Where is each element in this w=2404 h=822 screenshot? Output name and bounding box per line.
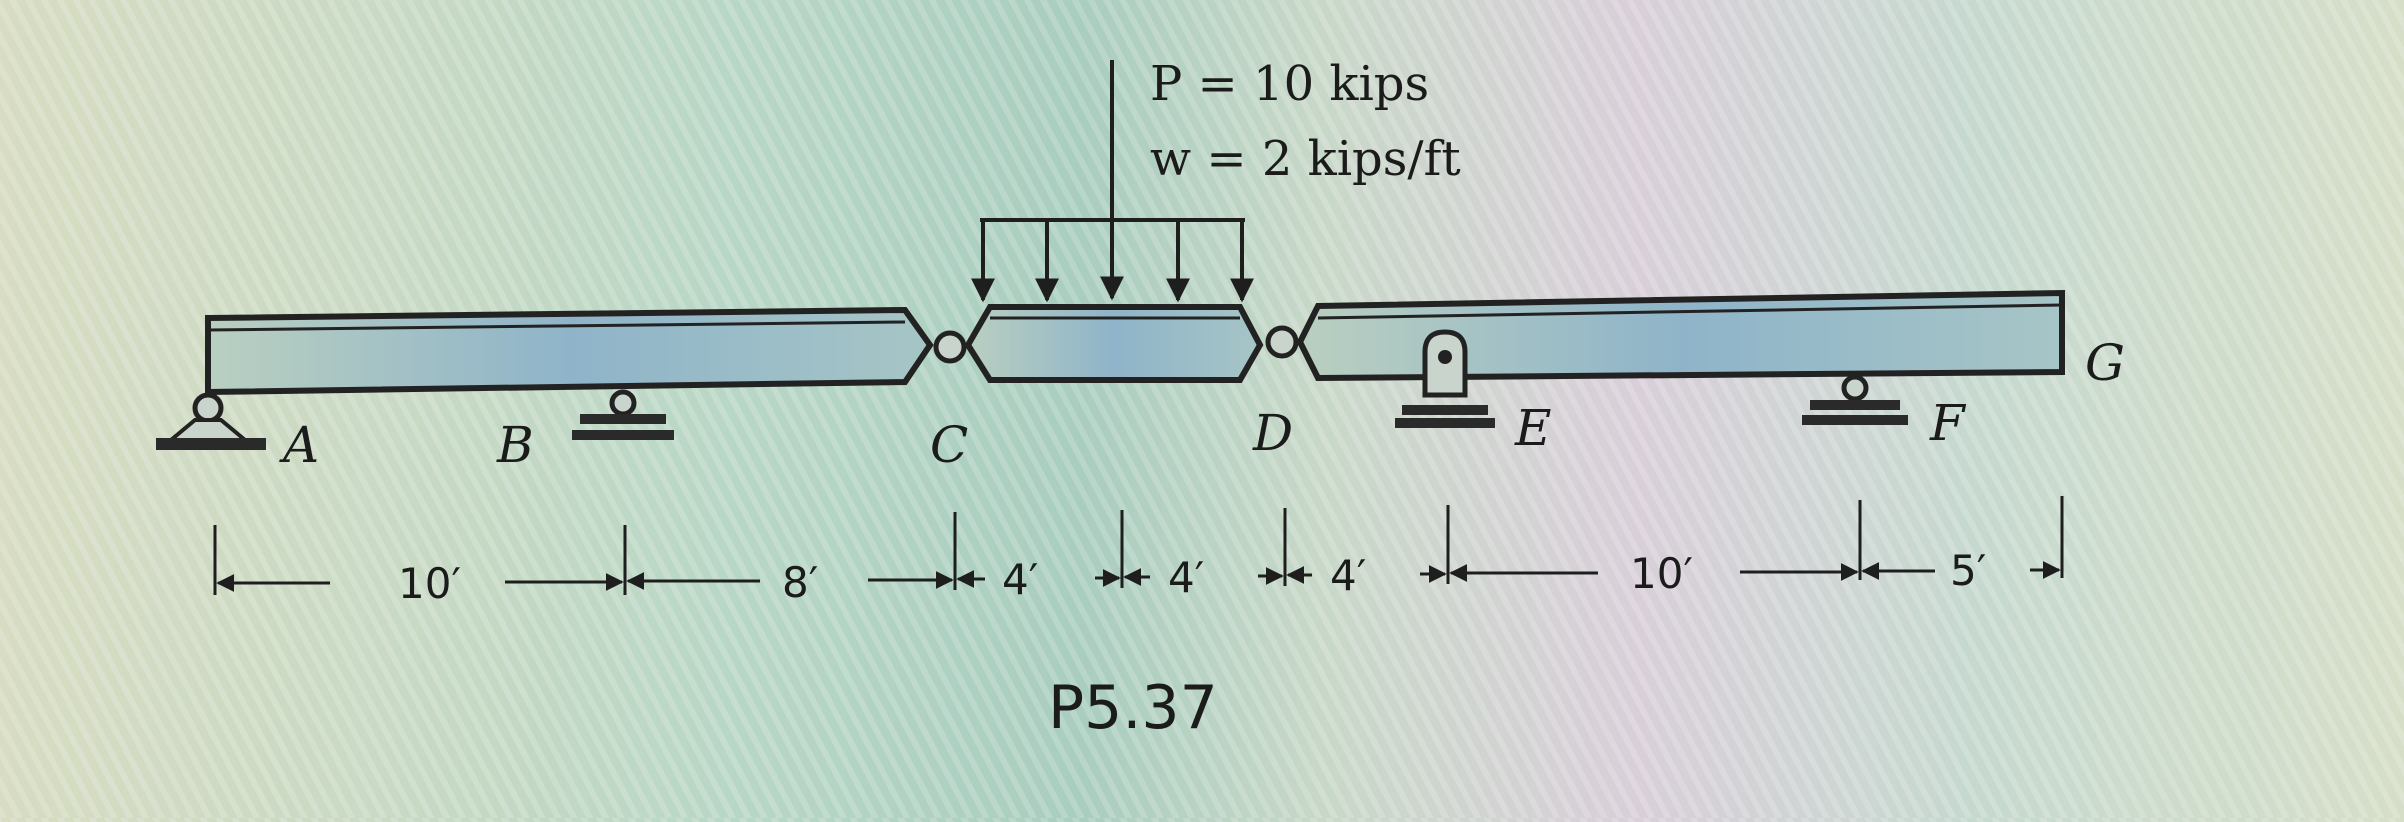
dimension-de: 4′ (1330, 551, 1366, 600)
hinge-d (1265, 325, 1299, 359)
roller-support-b (572, 389, 674, 440)
pin-support-a (156, 392, 266, 450)
dimension-fg: 5′ (1950, 546, 1986, 595)
dimension-pd: 4′ (1168, 553, 1204, 602)
label-c: C (930, 416, 968, 474)
label-d: D (1252, 404, 1293, 462)
hinge-c (933, 330, 967, 364)
dimension-arrows (216, 561, 2061, 592)
label-b: B (496, 416, 534, 474)
pin-support-e (1395, 329, 1495, 428)
dimension-ef: 10′ (1630, 549, 1693, 598)
dimension-bc: 8′ (782, 558, 818, 607)
roller-support-f (1802, 374, 1908, 425)
label-f: F (1929, 394, 1967, 452)
label-e: E (1514, 399, 1552, 457)
dimension-cp: 4′ (1002, 555, 1038, 604)
label-a: A (279, 416, 319, 474)
label-g: G (2085, 334, 2125, 392)
distributed-load-label: w = 2 kips/ft (1150, 131, 1461, 187)
distributed-load (971, 218, 1254, 303)
dimension-ab: 10′ (398, 559, 461, 608)
point-load-label: P = 10 kips (1150, 56, 1429, 112)
dimension-ticks (213, 496, 2064, 595)
beam-segment-ac (205, 306, 934, 396)
beam-segment-cd (964, 304, 1264, 383)
beam-segment-dg (1296, 289, 2065, 382)
figure-caption: P5.37 (1048, 673, 1218, 743)
